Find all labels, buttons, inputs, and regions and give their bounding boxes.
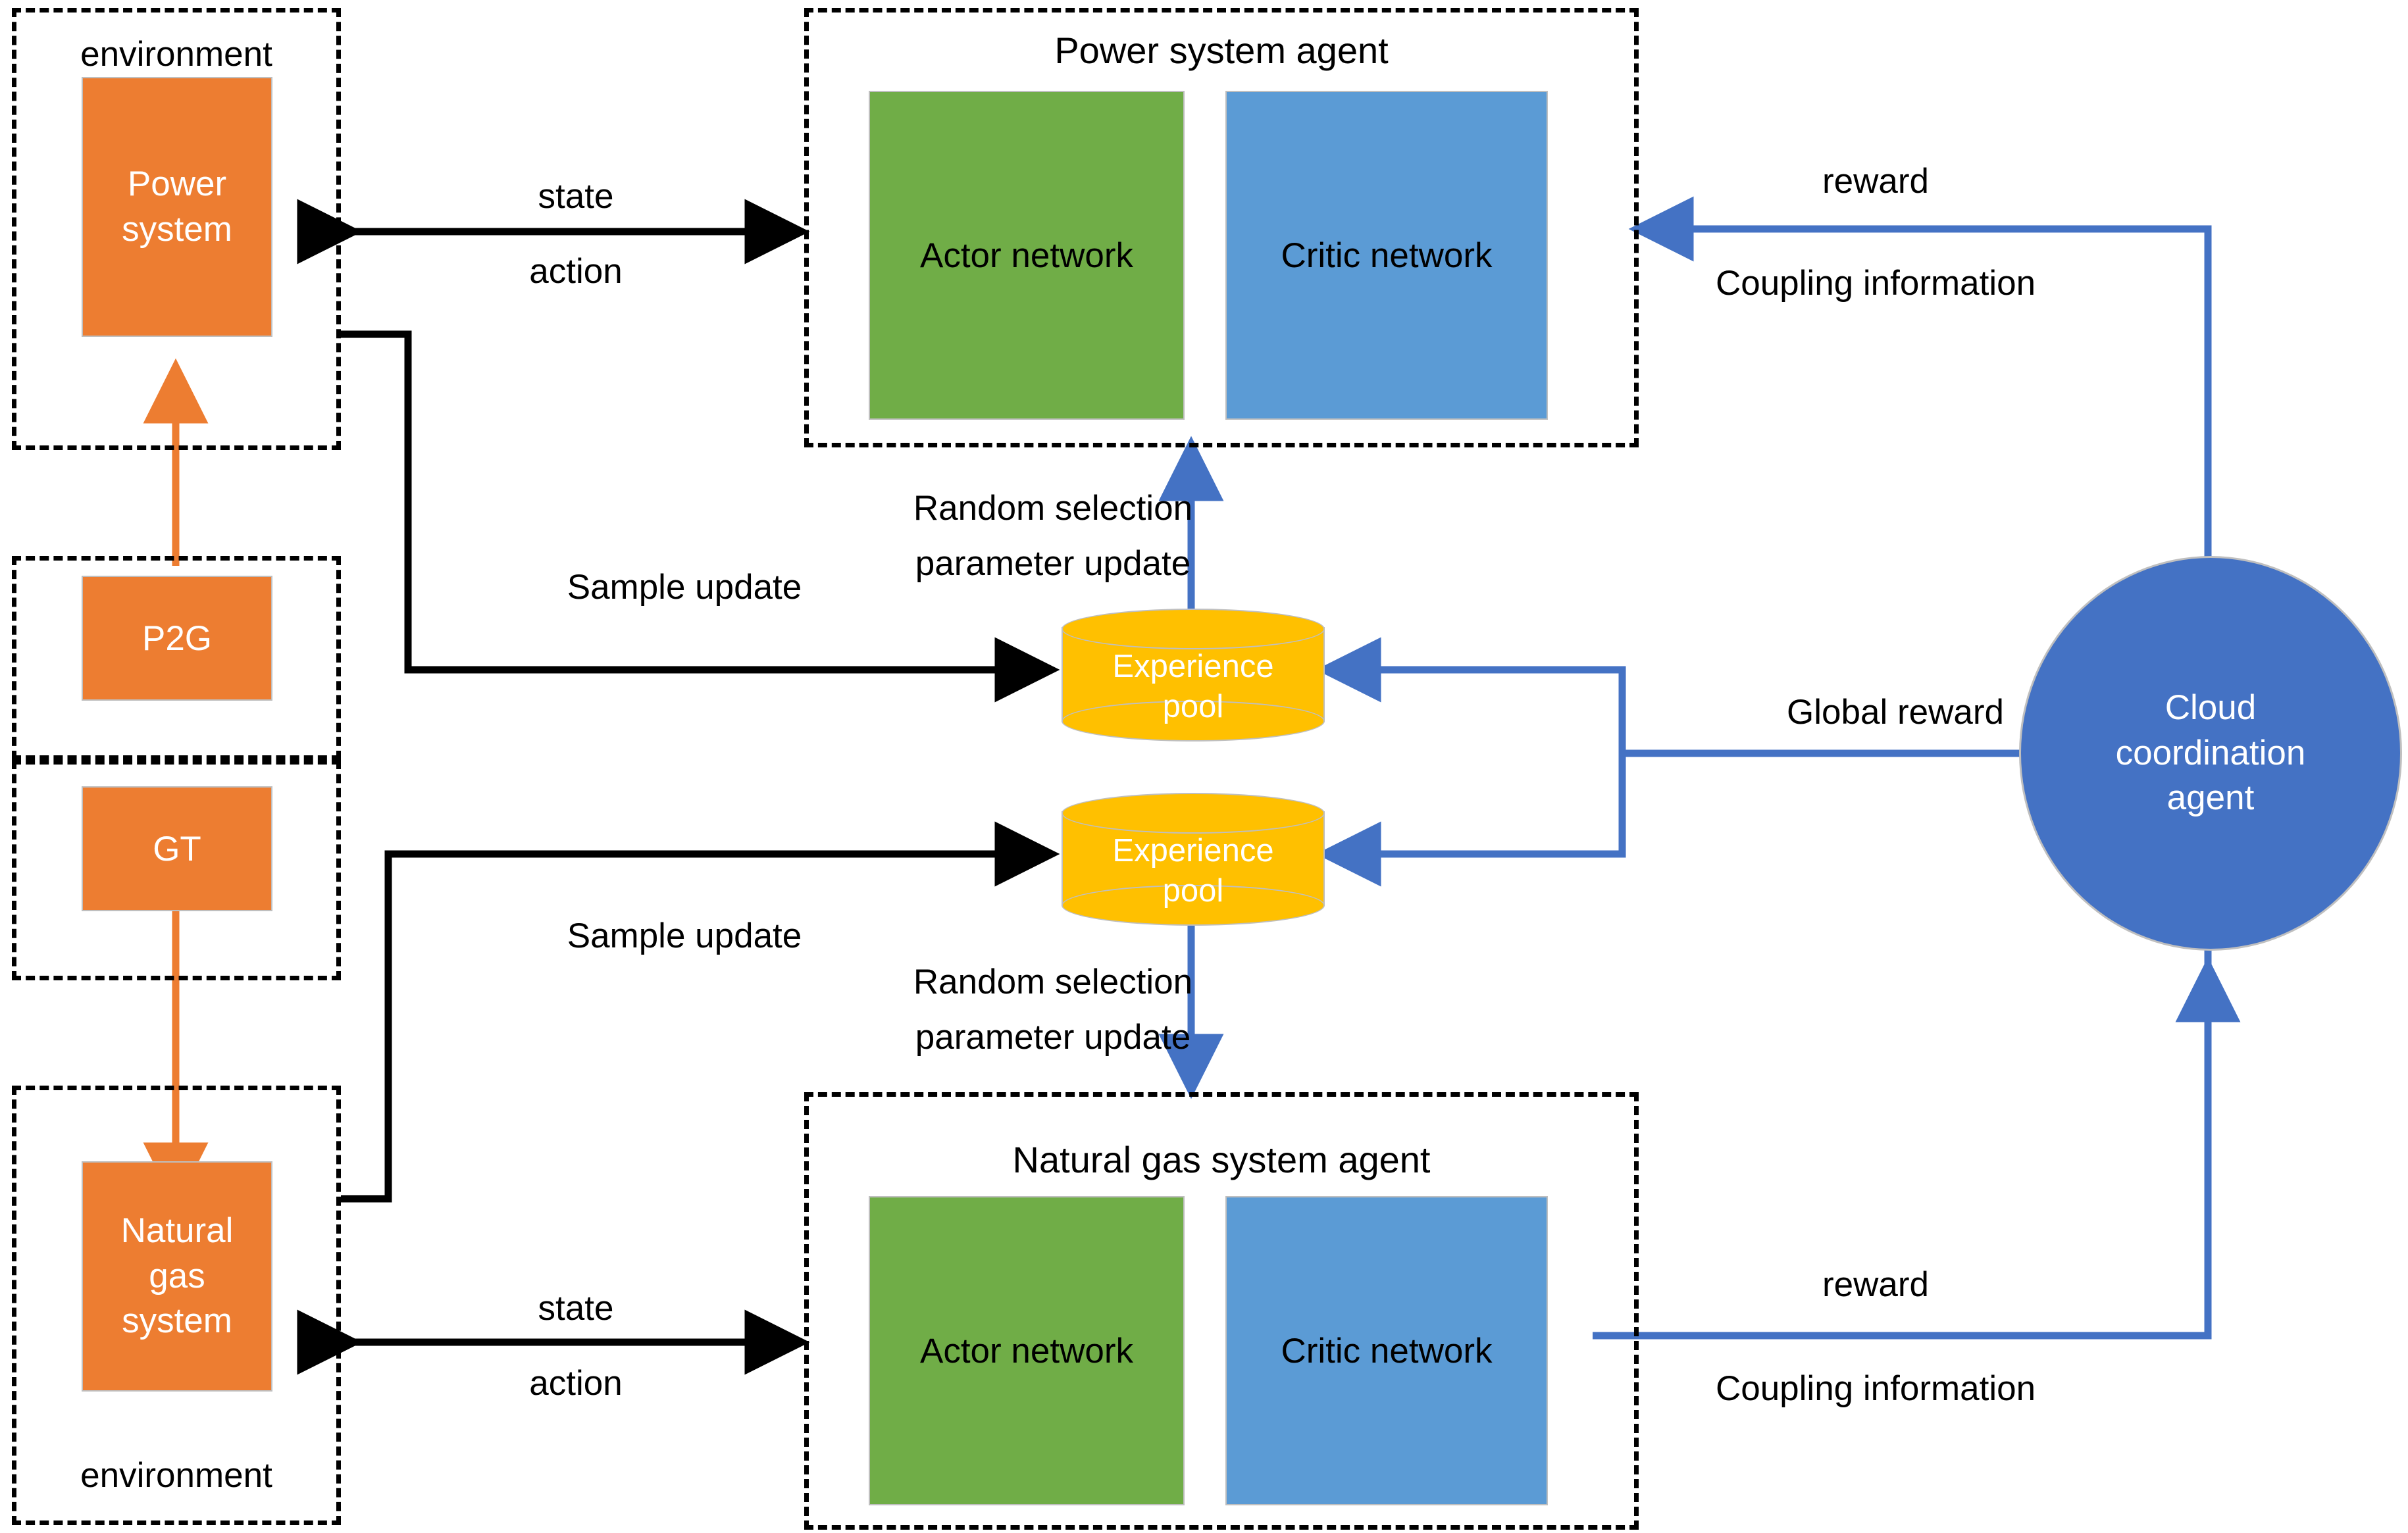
node-gas-system-line1: Natural: [120, 1211, 234, 1250]
cylinder-top-ellipse: [1062, 793, 1325, 834]
node-gas-actor-network[interactable]: Actor network: [869, 1196, 1185, 1505]
node-experience-pool-top-text: Experience pool: [1062, 638, 1325, 736]
cylinder-bottom-ellipse: [1062, 885, 1325, 926]
experience-pool-top-line1: Experience: [1112, 648, 1274, 684]
node-gas-critic-label: Critic network: [1281, 1331, 1493, 1370]
cloud-agent-line3: agent: [2166, 778, 2255, 818]
node-power-actor-label: Actor network: [919, 236, 1133, 275]
label-random-selection-bottom-line1: Random selection: [913, 963, 1193, 1001]
edge-power-sample-update: [341, 330, 1060, 703]
label-random-selection-top-line1: Random selection: [913, 489, 1193, 528]
node-experience-pool-bottom[interactable]: Experience pool: [1062, 793, 1325, 926]
label-random-selection-top-line2: parameter update: [915, 544, 1191, 583]
label-global-reward: Global reward: [1787, 693, 2004, 732]
node-p2g-label: P2G: [141, 618, 213, 658]
group-label-power-system-agent: Power system agent: [1054, 30, 1389, 71]
label-random-selection-bottom-line2: parameter update: [915, 1018, 1191, 1057]
label-action-bottom: action: [529, 1364, 623, 1403]
node-gas-system-line3: system: [122, 1301, 232, 1341]
label-sample-update-top: Sample update: [567, 568, 802, 607]
cylinder-bottom-ellipse: [1062, 701, 1325, 741]
node-natural-gas-system[interactable]: Natural gas system: [82, 1161, 272, 1392]
cylinder-top-ellipse: [1062, 609, 1325, 649]
group-label-power-environment: environment: [80, 35, 272, 74]
label-coupling-information-top: Coupling information: [1715, 264, 2036, 303]
node-power-system[interactable]: Power system: [82, 77, 272, 337]
edge-cloud-to-power-agent: [1628, 196, 2212, 600]
experience-pool-top-line2: pool: [1162, 689, 1224, 724]
node-p2g[interactable]: P2G: [82, 576, 272, 701]
node-gas-system-line2: gas: [149, 1256, 205, 1295]
node-power-system-line2: system: [122, 209, 232, 249]
group-power-system-agent: [804, 8, 1639, 447]
node-gas-critic-network[interactable]: Critic network: [1225, 1196, 1548, 1505]
experience-pool-bottom-line1: Experience: [1112, 832, 1274, 868]
node-experience-pool-top[interactable]: Experience pool: [1062, 609, 1325, 741]
node-power-system-line1: Power: [127, 164, 227, 203]
group-p2g: [12, 556, 341, 760]
node-gas-actor-label: Actor network: [919, 1331, 1133, 1370]
group-power-environment: [12, 8, 341, 450]
group-label-gas-environment: environment: [80, 1456, 272, 1495]
node-power-actor-network[interactable]: Actor network: [869, 91, 1185, 420]
node-gt-label: GT: [153, 829, 201, 868]
group-gt: [12, 760, 341, 980]
node-experience-pool-bottom-text: Experience pool: [1062, 822, 1325, 920]
label-sample-update-bottom: Sample update: [567, 917, 802, 955]
node-power-critic-network[interactable]: Critic network: [1225, 91, 1548, 420]
node-cloud-coordination-agent[interactable]: Cloud coordination agent: [2019, 556, 2402, 951]
cloud-agent-line2: coordination: [2115, 733, 2306, 772]
group-label-gas-system-agent: Natural gas system agent: [1012, 1139, 1431, 1180]
label-coupling-information-bottom: Coupling information: [1715, 1369, 2036, 1408]
node-gt[interactable]: GT: [82, 786, 272, 911]
group-gas-environment: [12, 1086, 341, 1525]
edge-cloud-global-reward: [1316, 637, 2063, 887]
label-action-top: action: [529, 252, 623, 291]
node-power-critic-label: Critic network: [1281, 236, 1493, 275]
label-state-top: state: [538, 177, 614, 216]
label-reward-bottom: reward: [1822, 1265, 1929, 1304]
edge-gas-sample-update: [341, 821, 1060, 1203]
label-state-bottom: state: [538, 1289, 614, 1328]
label-reward-top: reward: [1822, 162, 1929, 201]
group-gas-system-agent: [804, 1092, 1639, 1530]
cloud-agent-line1: Cloud: [2165, 688, 2257, 727]
experience-pool-bottom-line2: pool: [1162, 873, 1224, 909]
